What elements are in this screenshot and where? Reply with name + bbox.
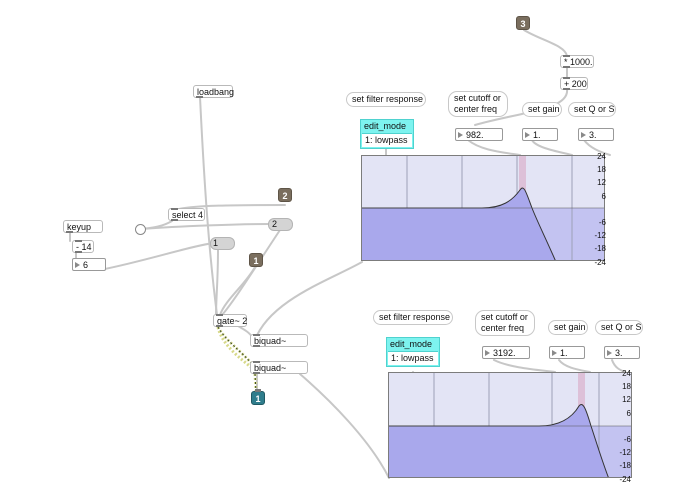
key-number-box[interactable]: 6 bbox=[72, 258, 106, 271]
filter-graph-bottom-plot bbox=[389, 373, 631, 477]
loadbang-object[interactable]: loadbang bbox=[193, 85, 234, 98]
gain-number-bottom[interactable]: 1. bbox=[549, 346, 585, 359]
q-number-top[interactable]: 3. bbox=[578, 128, 614, 141]
edit-mode-value[interactable]: 1: lowpass bbox=[362, 133, 412, 147]
tick-label: -12 bbox=[619, 448, 631, 458]
bang-button[interactable] bbox=[135, 224, 146, 235]
tick-label: 6 bbox=[601, 191, 606, 201]
tick-label: 18 bbox=[622, 382, 631, 392]
message-1-label: 1 bbox=[213, 238, 219, 248]
message-2-label: 2 bbox=[272, 219, 278, 229]
edit-mode-label: edit_mode bbox=[390, 339, 433, 349]
message-2[interactable] bbox=[268, 218, 293, 231]
tick-label: -12 bbox=[594, 231, 606, 241]
comment-set-q-top: set Q or S bbox=[568, 102, 616, 117]
add-object[interactable]: + 200 bbox=[560, 77, 588, 90]
tick-label: -18 bbox=[619, 461, 631, 471]
gain-number-top[interactable]: 1. bbox=[522, 128, 558, 141]
badge-3[interactable]: 3 bbox=[516, 16, 530, 30]
cutoff-number-top[interactable]: 982. bbox=[455, 128, 503, 141]
tick-label: -24 bbox=[619, 474, 631, 484]
cutoff-number-bottom[interactable]: 3192. bbox=[482, 346, 530, 359]
tick-label bbox=[590, 203, 606, 216]
message-1[interactable] bbox=[210, 237, 235, 250]
comment-set-gain-top: set gain bbox=[522, 102, 562, 117]
tick-label: 18 bbox=[597, 165, 606, 175]
badge-2[interactable]: 2 bbox=[278, 188, 292, 202]
comment-set-q-bottom: set Q or S bbox=[595, 320, 643, 335]
biquad-object-1[interactable]: biquad~ bbox=[250, 334, 308, 347]
edit-mode-menu-bottom[interactable]: edit_mode 1: lowpass bbox=[386, 337, 440, 367]
multiply-object[interactable]: * 1000. bbox=[560, 55, 594, 68]
tick-label: 12 bbox=[622, 395, 631, 405]
tick-label bbox=[615, 420, 631, 433]
badge-1-top[interactable]: 1 bbox=[249, 253, 263, 267]
tick-label: -6 bbox=[623, 435, 631, 444]
tick-label: -6 bbox=[598, 218, 606, 227]
filter-graph-bottom[interactable] bbox=[388, 372, 632, 478]
subtract-object[interactable]: - 14 bbox=[72, 240, 94, 253]
filter-graph-top-plot bbox=[362, 156, 604, 260]
comment-set-filter-response-top: set filter response bbox=[346, 92, 426, 107]
tick-label: -24 bbox=[594, 257, 606, 267]
select-object[interactable]: select 4 bbox=[168, 208, 205, 221]
keyup-object[interactable]: keyup bbox=[63, 220, 103, 233]
edit-mode-label: edit_mode bbox=[364, 121, 407, 131]
tick-label: -18 bbox=[594, 244, 606, 254]
comment-set-filter-response-bottom: set filter response bbox=[373, 310, 453, 325]
tick-label: 24 bbox=[597, 152, 606, 161]
tick-label: 6 bbox=[626, 408, 631, 418]
edit-mode-value[interactable]: 1: lowpass bbox=[388, 351, 438, 365]
edit-mode-menu-top[interactable]: edit_mode 1: lowpass bbox=[360, 119, 414, 149]
comment-set-cutoff-top: set cutoff or center freq bbox=[448, 91, 508, 117]
y-ticks-bottom: 24 18 12 6 -6 -12 -18 -24 bbox=[615, 367, 631, 486]
tick-label: 12 bbox=[597, 178, 606, 188]
filter-graph-top[interactable] bbox=[361, 155, 605, 261]
badge-1-bottom[interactable]: 1 bbox=[251, 389, 265, 405]
comment-set-gain-bottom: set gain bbox=[548, 320, 588, 335]
gate-object[interactable]: gate~ 2 bbox=[213, 314, 247, 327]
q-number-bottom[interactable]: 3. bbox=[604, 346, 640, 359]
comment-set-cutoff-bottom: set cutoff or center freq bbox=[475, 310, 535, 336]
y-ticks-top: 24 18 12 6 -6 -12 -18 -24 bbox=[590, 150, 606, 269]
biquad-object-2[interactable]: biquad~ bbox=[250, 361, 308, 374]
tick-label: 24 bbox=[622, 369, 631, 378]
